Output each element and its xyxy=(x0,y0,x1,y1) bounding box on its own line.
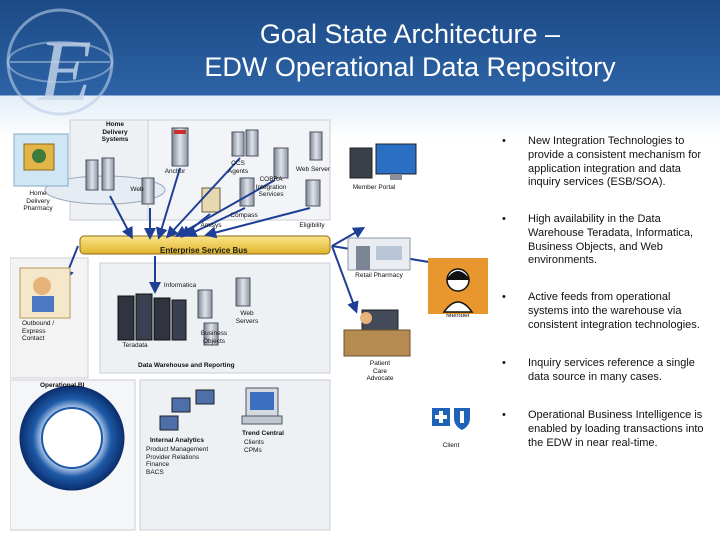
operational-bi-label: Operational BI xyxy=(40,382,85,389)
trend-central-list: Clients CPMs xyxy=(244,439,284,454)
internal-analytics-list: Product Management Provider Relations Fi… xyxy=(146,446,226,476)
trend-central-computer-icon xyxy=(241,387,283,425)
svg-text:E: E xyxy=(36,23,92,120)
member-avatar-icon xyxy=(428,258,488,314)
informatica-server-icon xyxy=(197,289,213,319)
web-cloud-label: Web xyxy=(130,186,144,193)
home-delivery-server-icon xyxy=(85,157,115,191)
internal-analytics-label: Internal Analytics xyxy=(150,437,204,444)
anchor-label: Anchor xyxy=(164,168,186,175)
internal-item: Provider Relations xyxy=(146,453,200,461)
small-server-icon xyxy=(141,177,155,205)
bullet-text: High availability in the Data Warehouse … xyxy=(528,213,694,267)
home-delivery-systems-label: Home Delivery Systems xyxy=(101,121,129,143)
teradata-label: Teradata xyxy=(122,342,148,349)
trend-central-label: Trend Central xyxy=(242,430,284,437)
business-objects-server-icon xyxy=(203,322,219,346)
slide-title: Goal State Architecture – EDW Operationa… xyxy=(130,18,690,84)
outbound-contact-label: Outbound / Express Contact xyxy=(22,320,55,342)
internal-item: BACS xyxy=(146,468,164,476)
trend-item: Clients xyxy=(244,439,264,446)
data-warehouse-reporting-label: Data Warehouse and Reporting xyxy=(138,362,235,369)
bullet-text: Inquiry services reference a single data… xyxy=(528,357,695,383)
amisys-server-icon xyxy=(201,187,221,213)
client-logo-icon xyxy=(432,408,470,430)
patient-care-advocate-icon xyxy=(343,309,411,357)
cobra-server-icon xyxy=(273,147,289,179)
bullet-dot: • xyxy=(502,357,506,369)
bullet-dot: • xyxy=(502,409,506,421)
web-servers-label: Web Servers xyxy=(235,310,259,325)
patient-care-advocate-label: Patient Care Advocate xyxy=(366,360,394,382)
internal-item: Product Management xyxy=(146,446,209,453)
member-portal-label: Member Portal xyxy=(352,184,396,191)
bullet-text: Operational Business Intelligence is ena… xyxy=(528,409,704,449)
company-logo: E xyxy=(6,8,114,120)
title-line-1: Goal State Architecture – xyxy=(259,19,561,49)
teradata-cluster-icon xyxy=(117,293,187,341)
client-label: Client xyxy=(442,442,460,449)
web-server-icon xyxy=(309,131,323,161)
amisys-label: Amisys xyxy=(200,222,222,229)
member-label: Member xyxy=(446,312,470,319)
eligibility-server-icon xyxy=(305,179,321,207)
compass-label: Compass xyxy=(230,212,258,219)
home-delivery-pharmacy-label: Home Delivery Pharmacy xyxy=(23,190,53,212)
retail-pharmacy-label: Retail Pharmacy xyxy=(355,272,403,279)
cobra-integration-label: COBRA Integration Services xyxy=(255,176,287,198)
anchor-server-icon xyxy=(171,127,189,167)
informatica-label: Informatica xyxy=(163,282,197,289)
retail-pharmacy-icon xyxy=(347,237,411,271)
member-portal-computer-icon xyxy=(349,143,417,180)
operational-bi-disc-icon xyxy=(19,385,125,491)
ccs-agents-label: CCS Agents xyxy=(227,160,249,175)
title-line-2: EDW Operational Data Repository xyxy=(204,52,616,82)
internal-analytics-computers-icon xyxy=(159,389,215,431)
bullet-text: New Integration Technologies to provide … xyxy=(528,135,702,189)
eligibility-label: Eligibility xyxy=(299,222,325,229)
architecture-diagram xyxy=(10,119,430,531)
ccs-agents-server-icon xyxy=(231,129,259,157)
bullet-dot: • xyxy=(502,135,506,147)
web-server-label: Web Server xyxy=(295,166,331,173)
enterprise-service-bus-label: Enterprise Service Bus xyxy=(160,246,248,255)
outbound-contact-icon xyxy=(19,267,71,319)
bullet-text: Active feeds from operational systems in… xyxy=(528,291,700,331)
web-servers-server-icon xyxy=(235,277,251,307)
pharmacy-box-icon xyxy=(13,133,69,187)
business-objects-label: Business Objects xyxy=(200,330,228,345)
trend-item: CPMs xyxy=(244,446,262,454)
internal-item: Finance xyxy=(146,461,170,468)
bullet-dot: • xyxy=(502,291,506,303)
bullet-dot: • xyxy=(502,213,506,225)
